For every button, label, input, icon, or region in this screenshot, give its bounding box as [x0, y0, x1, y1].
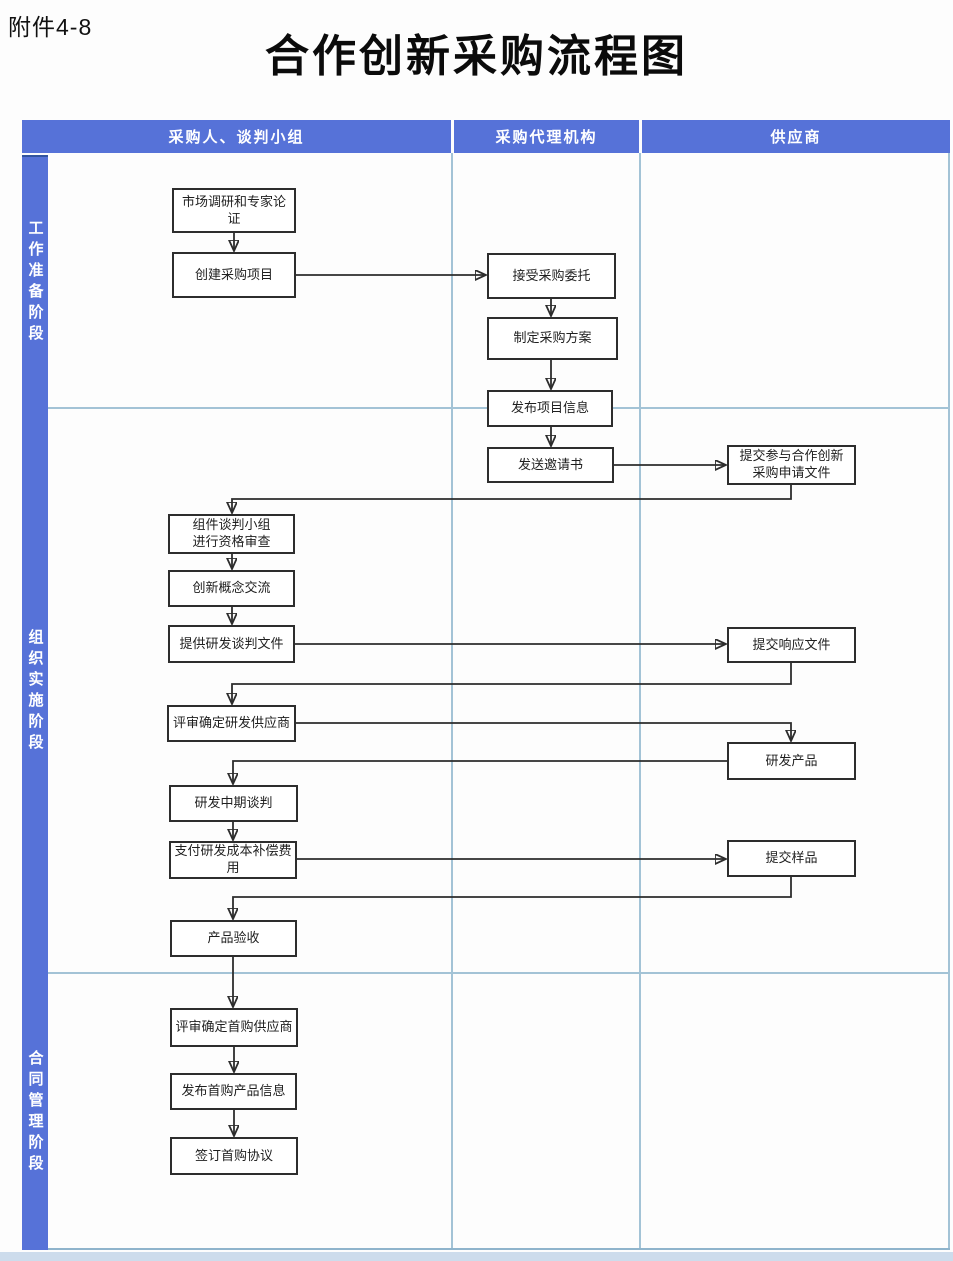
node-pay-compensation: 支付研发成本补偿费 用 [169, 841, 297, 879]
node-submit-application: 提交参与合作创新 采购申请文件 [727, 445, 856, 485]
node-review-rd-supplier: 评审确定研发供应商 [167, 705, 296, 742]
node-submit-response: 提交响应文件 [727, 627, 856, 663]
node-publish-first-product-info: 发布首购产品信息 [170, 1073, 297, 1110]
arrow-review-to-develop [296, 722, 791, 739]
node-submit-sample: 提交样品 [727, 840, 856, 877]
phase-label-implementation: 组织实施阶段 [26, 628, 44, 755]
phase-label-contract: 合同管理阶段 [26, 1050, 44, 1176]
node-make-plan: 制定采购方案 [487, 317, 618, 360]
bottom-band [0, 1252, 953, 1261]
node-publish-project-info: 发布项目信息 [487, 390, 613, 427]
node-sign-first-agreement: 签订首购协议 [170, 1137, 298, 1175]
flowchart: 采购人、谈判小组 采购代理机构 供应商 工作准备阶段 组织实施阶段 合同管理阶段 [22, 120, 950, 1251]
node-market-research: 市场调研和专家论证 [172, 188, 296, 233]
page-title: 合作创新采购流程图 [265, 32, 688, 81]
node-form-group-qualification: 组件谈判小组 进行资格审查 [168, 514, 295, 554]
diagram-bottom-border [48, 1248, 950, 1250]
attachment-label: 附件4-8 [8, 14, 93, 40]
node-develop-product: 研发产品 [727, 742, 856, 780]
lane-divider-1 [451, 153, 453, 1250]
arrow-application-to-group [232, 485, 792, 511]
lane-divider-2 [639, 153, 641, 1250]
lane-header-supplier: 供应商 [642, 120, 950, 153]
node-concept-exchange: 创新概念交流 [168, 570, 295, 607]
node-midterm-negotiation: 研发中期谈判 [169, 785, 298, 822]
phase-strip: 工作准备阶段 组织实施阶段 合同管理阶段 [22, 155, 48, 1250]
phase-label-preparation: 工作准备阶段 [26, 220, 44, 346]
arrow-develop-to-midterm [233, 760, 727, 782]
node-review-first-supplier: 评审确定首购供应商 [170, 1008, 298, 1047]
lane-header-purchaser: 采购人、谈判小组 [22, 120, 451, 153]
arrow-sample-to-acceptance [233, 877, 792, 917]
phase-divider-2 [48, 972, 950, 974]
arrow-response-to-review [232, 663, 792, 702]
node-accept-entrustment: 接受采购委托 [487, 253, 616, 299]
lane-header-agency: 采购代理机构 [454, 120, 639, 153]
node-send-invitation: 发送邀请书 [487, 447, 614, 483]
node-provide-rd-docs: 提供研发谈判文件 [168, 625, 295, 663]
node-product-acceptance: 产品验收 [170, 920, 297, 957]
diagram-right-border [948, 153, 950, 1250]
node-create-project: 创建采购项目 [172, 252, 296, 298]
flow-arrows [22, 233, 950, 1251]
